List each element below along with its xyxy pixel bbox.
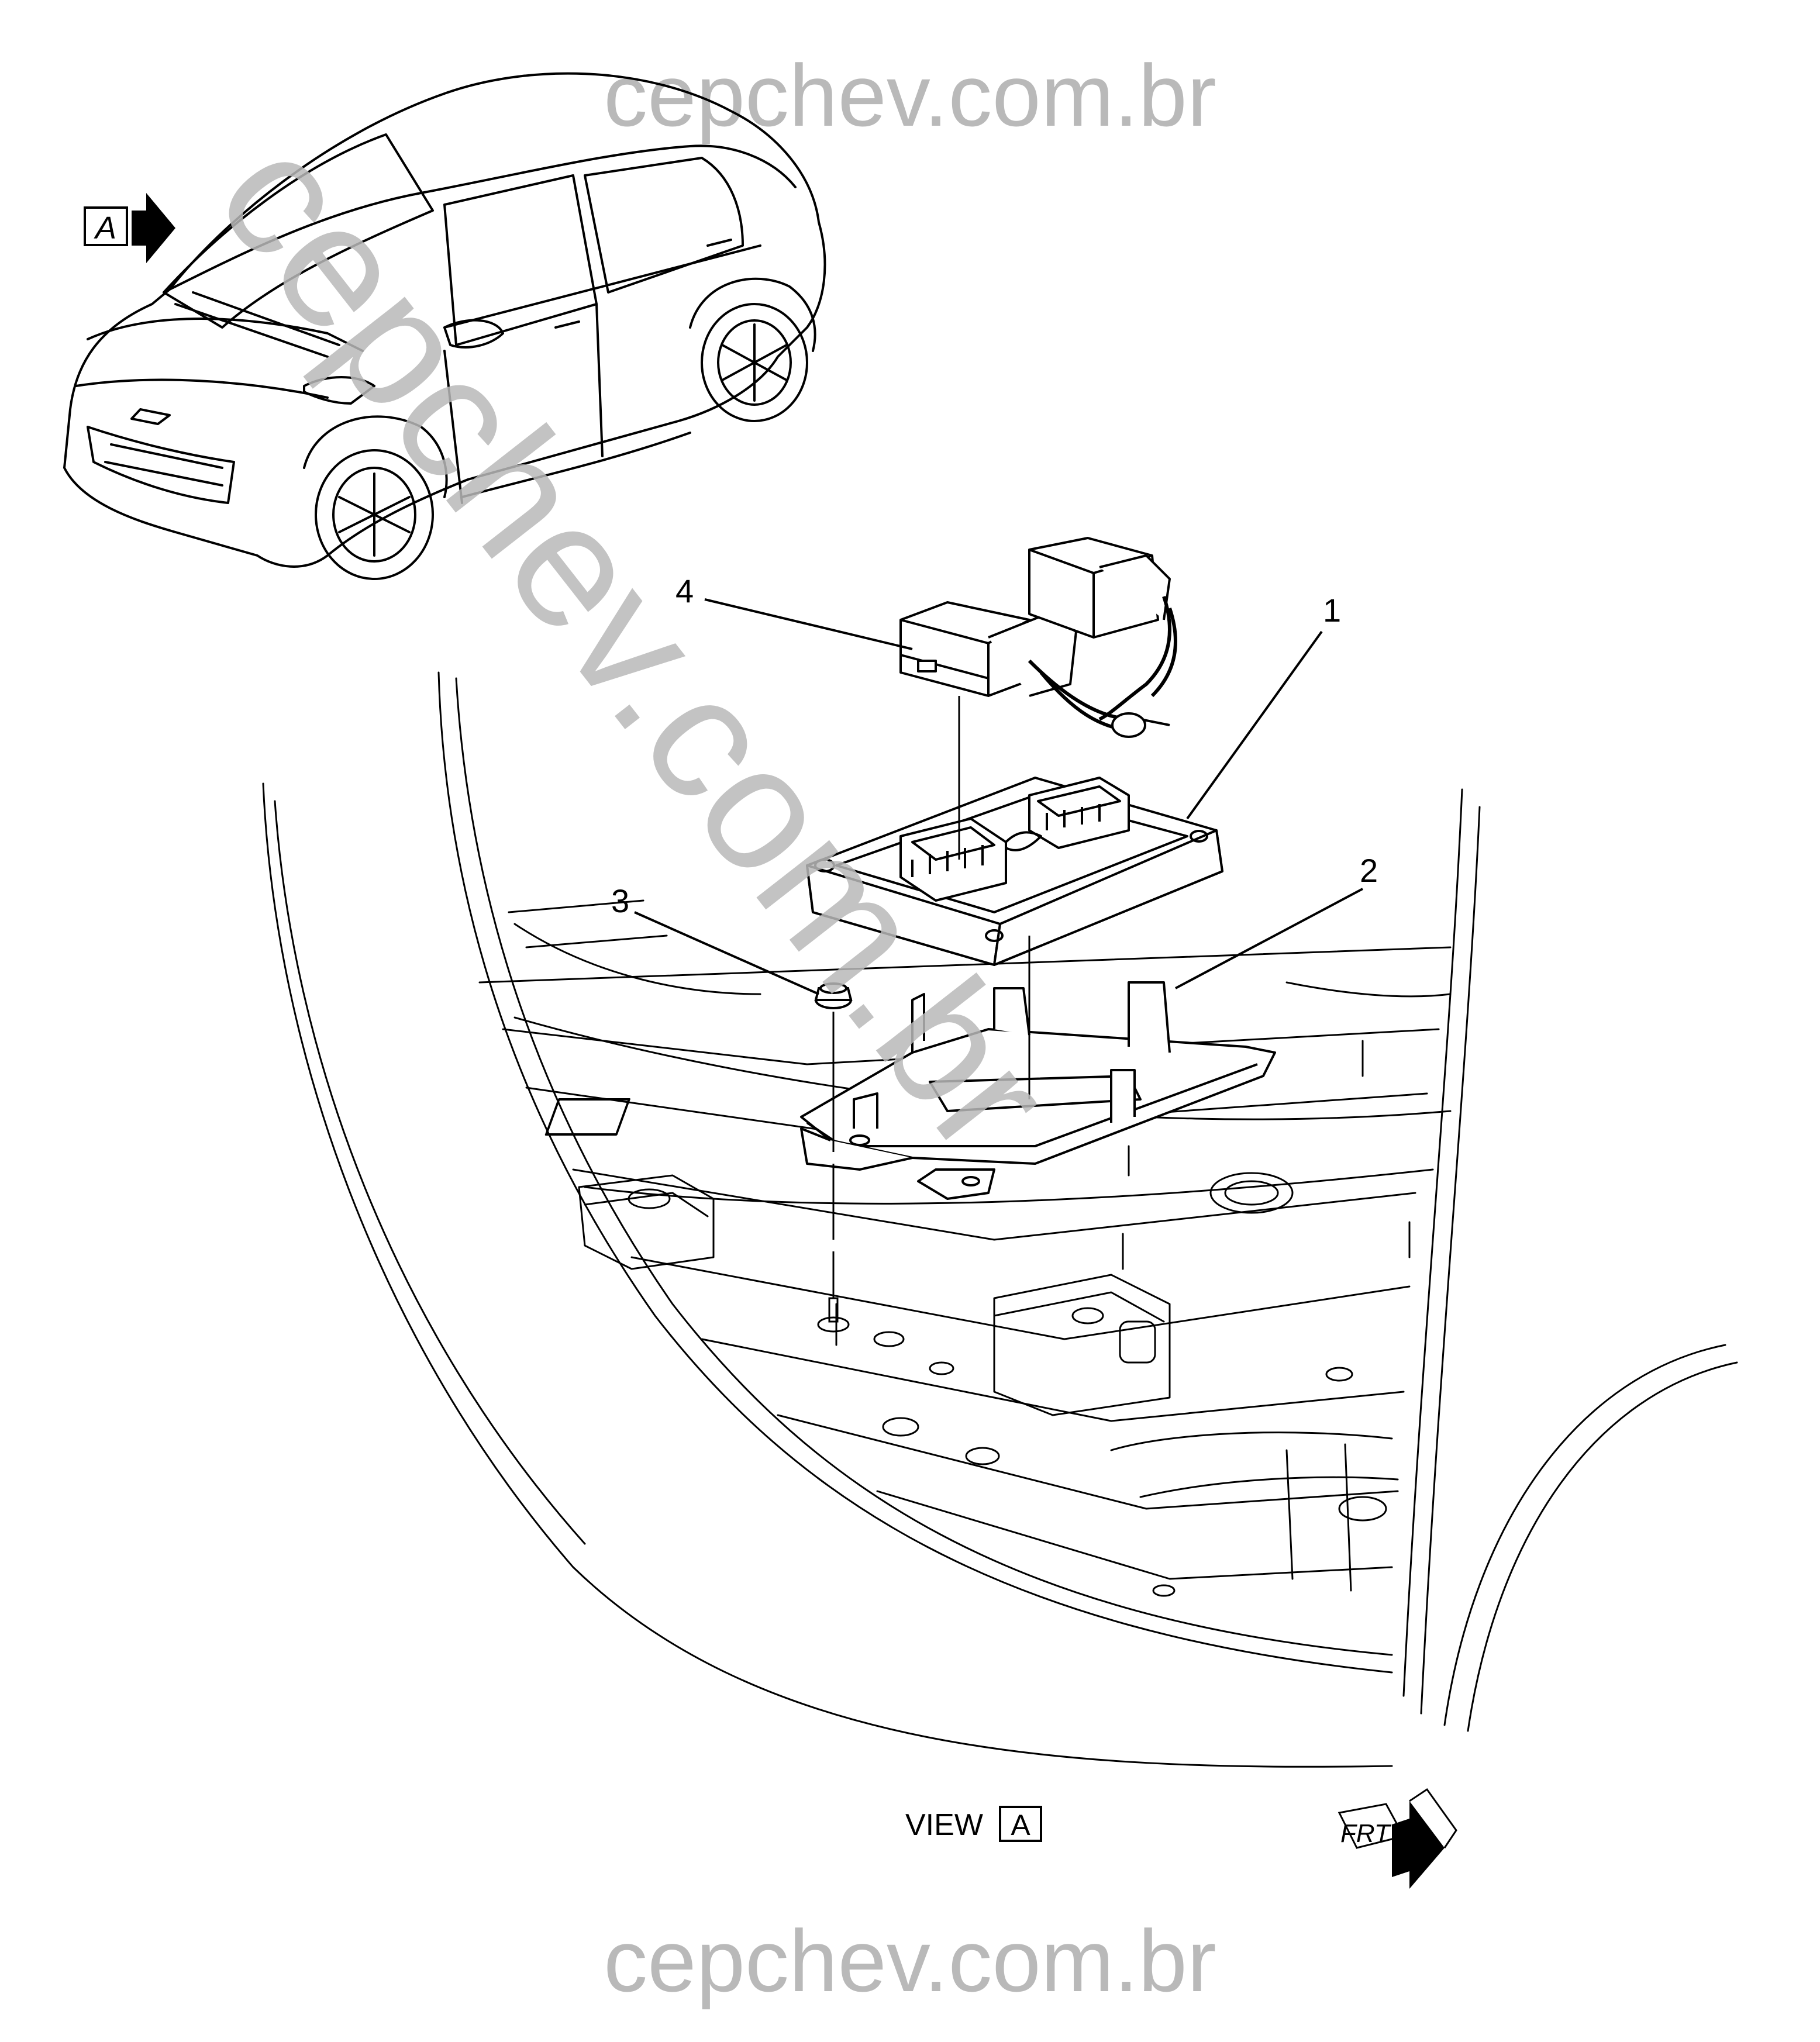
callout-leaders [634, 598, 1363, 995]
view-arrow-icon [132, 193, 175, 263]
front-label: FRT [1340, 1819, 1392, 1848]
callout-1: 1 [1323, 592, 1341, 629]
harness-connectors [899, 537, 1177, 738]
callout-4: 4 [675, 572, 694, 609]
watermark-top: cepchev.com.br [604, 46, 1216, 144]
view-caption-prefix: VIEW [905, 1808, 983, 1842]
control-module [806, 777, 1223, 966]
nut-fastener [814, 982, 853, 1009]
view-a-marker-letter: A [94, 211, 116, 246]
view-caption-letter: A [1011, 1809, 1030, 1841]
vehicle-illustration [63, 72, 826, 580]
front-arrow-icon [1392, 1801, 1445, 1889]
watermark-bottom: cepchev.com.br [604, 1912, 1216, 2010]
view-a-marker: A [84, 193, 175, 263]
assembly-guides [832, 696, 1030, 1240]
view-caption: VIEW A [905, 1806, 1042, 1842]
mounting-stud [817, 1012, 850, 1333]
callout-3: 3 [611, 882, 629, 919]
floor-pan [262, 671, 1738, 1768]
callout-2: 2 [1360, 852, 1378, 889]
front-direction-indicator: FRT [1338, 1788, 1457, 1889]
module-bracket [544, 981, 1276, 1200]
